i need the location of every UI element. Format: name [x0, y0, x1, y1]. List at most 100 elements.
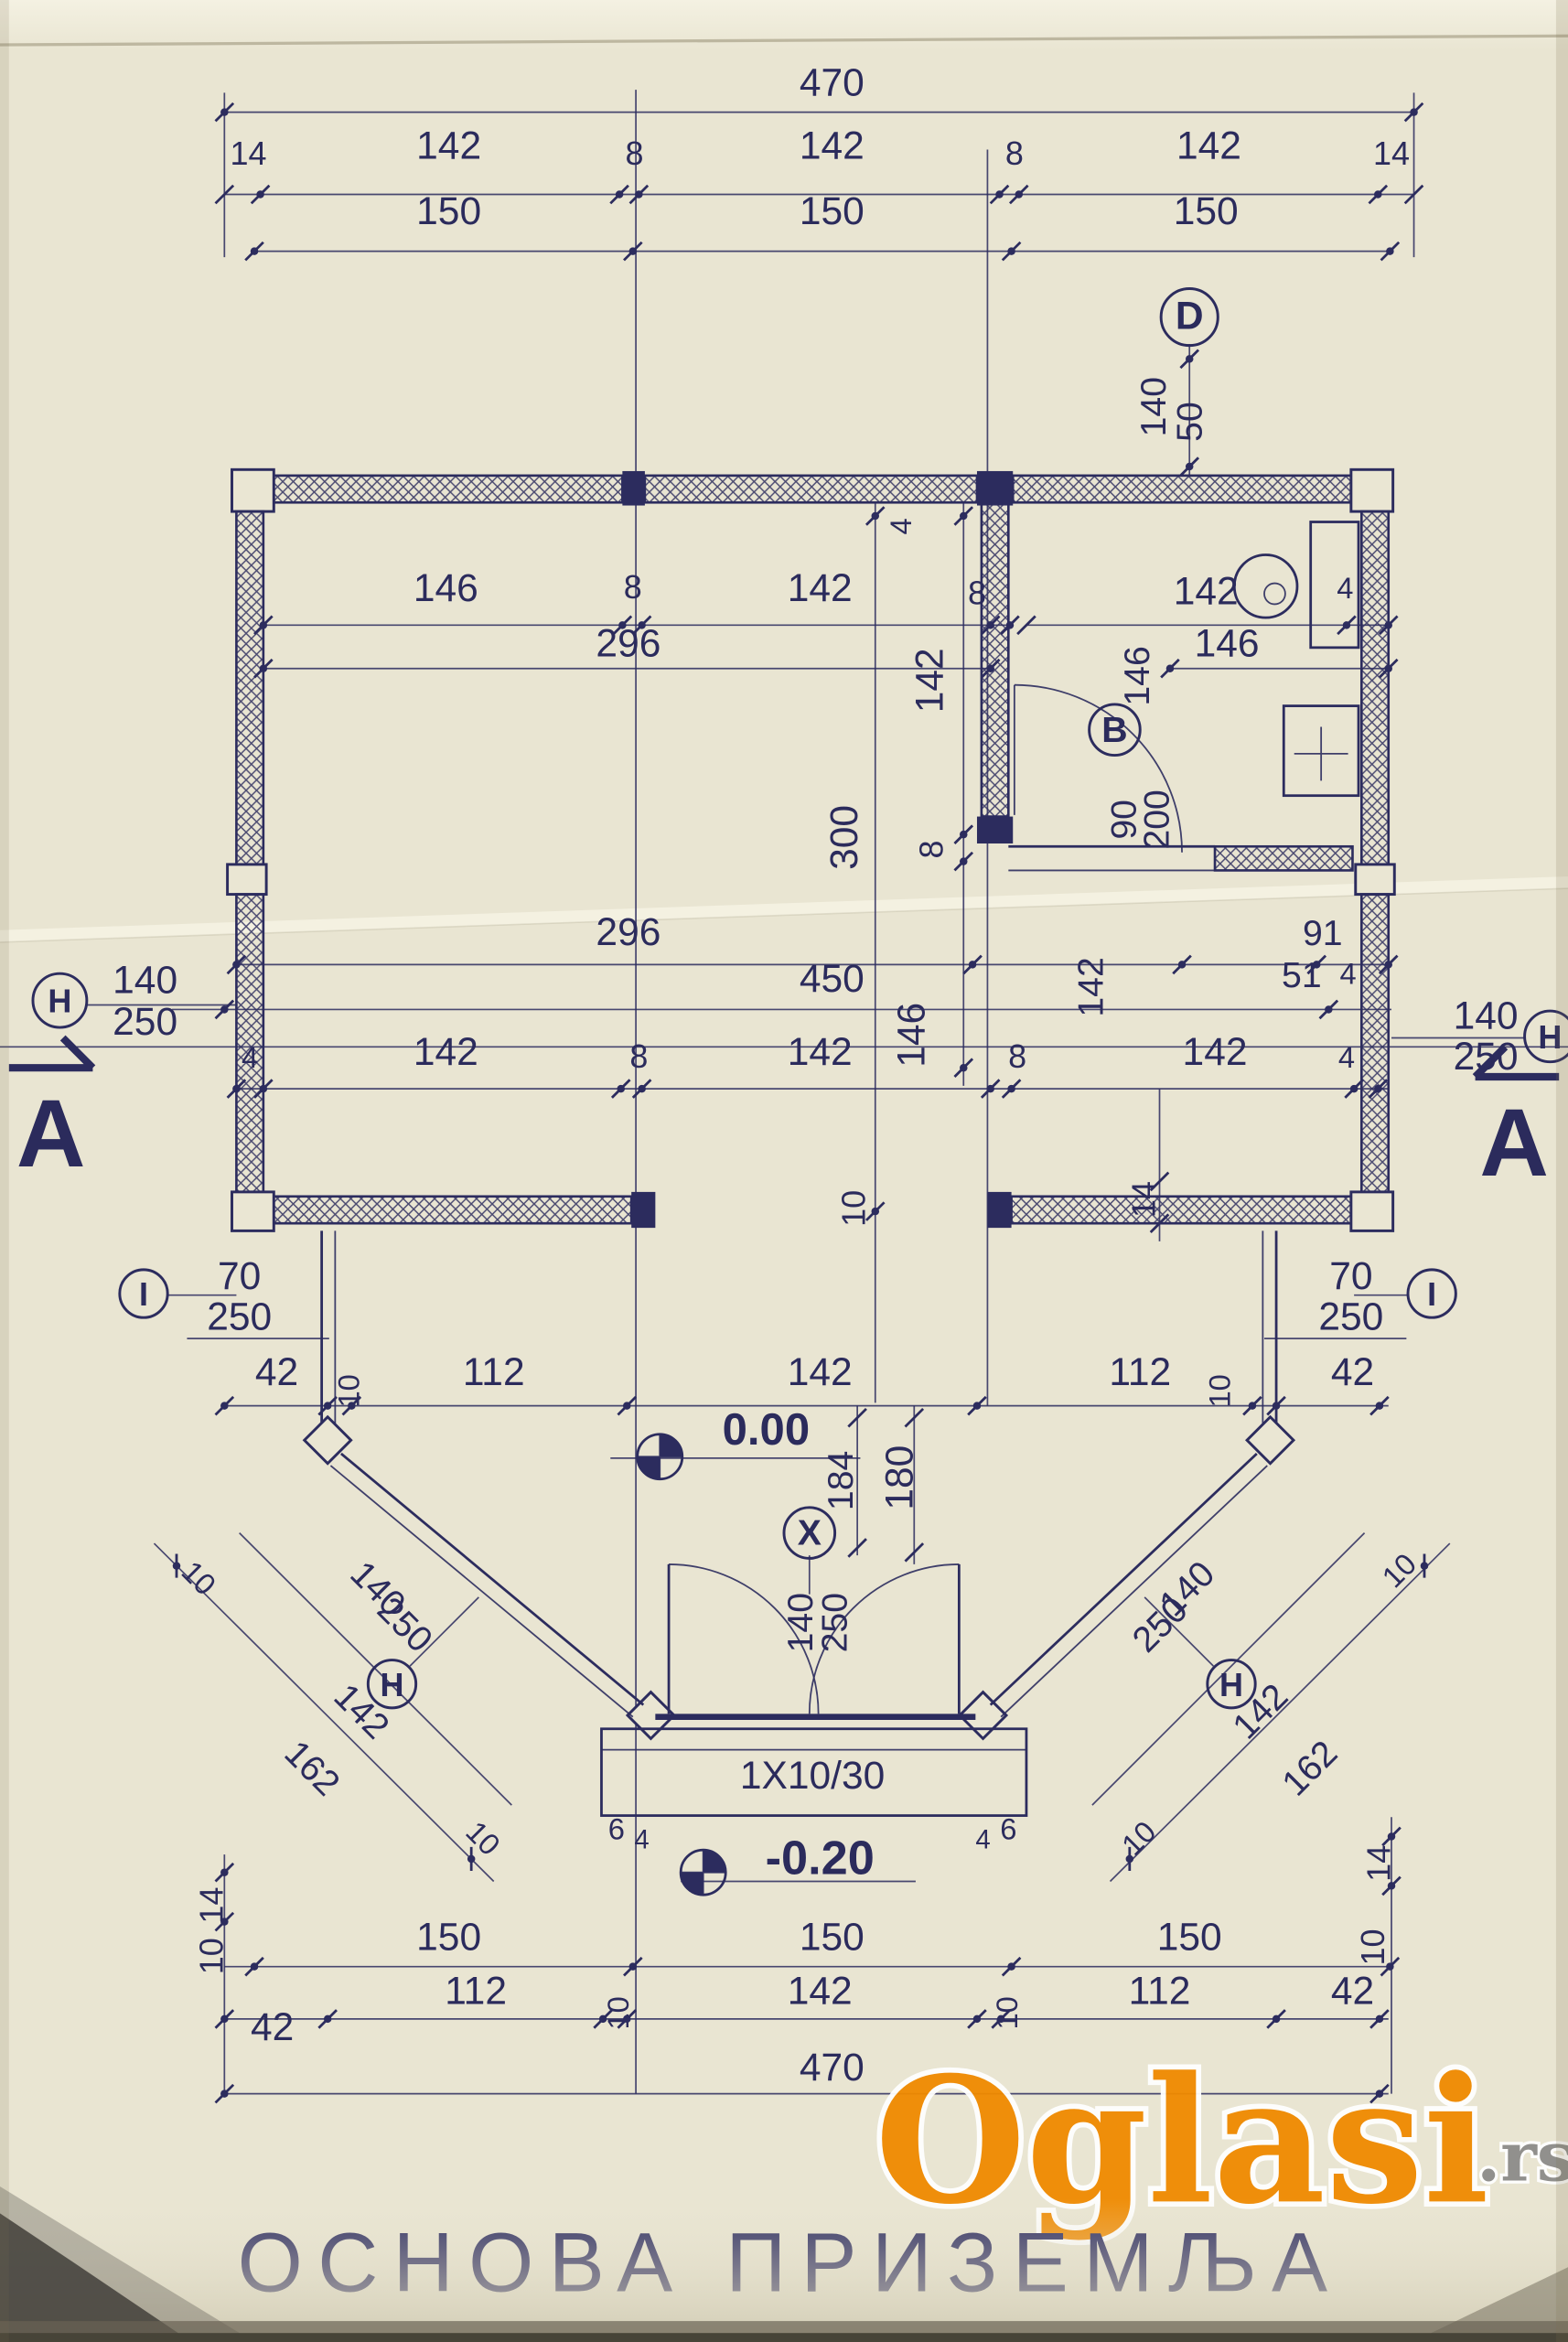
- level-marker-minus20: [679, 1848, 727, 1896]
- dim-label: 10: [1115, 1814, 1163, 1862]
- dim-label: 140: [113, 959, 177, 1002]
- dimension-dots: [172, 108, 1429, 2098]
- dim-node: [598, 2014, 607, 2024]
- dim-node: [1374, 1084, 1382, 1093]
- dim-label: 10: [1202, 1374, 1236, 1407]
- dim-node: [232, 1084, 241, 1093]
- dim-label: 180: [879, 1445, 922, 1510]
- level-value: -0.20: [766, 1832, 875, 1885]
- dim-node: [1375, 2090, 1384, 2098]
- dim-label: 142: [908, 648, 951, 713]
- dim-node: [638, 1084, 646, 1093]
- dim-label: 10: [990, 1996, 1024, 2029]
- dimension-lines: [0, 90, 1568, 2104]
- dim-label: 450: [800, 958, 865, 1001]
- dim-node: [1386, 1962, 1394, 1971]
- dim-node: [323, 1402, 332, 1410]
- section-letter-A: A: [1479, 1090, 1549, 1197]
- dim-node: [1375, 2014, 1384, 2024]
- dim-label: 470: [800, 62, 865, 105]
- dim-node: [1272, 2014, 1281, 2024]
- dim-label: 4: [242, 1040, 258, 1074]
- dim-label: 300: [823, 805, 866, 870]
- dim-label: 200: [1136, 790, 1176, 849]
- door-swing-arc: [1014, 683, 1183, 853]
- dim-node: [996, 2014, 1005, 2024]
- dim-node: [1007, 247, 1015, 255]
- dim-label: 150: [416, 190, 481, 233]
- dim-node: [960, 511, 968, 521]
- grid-bubble-I: I: [139, 1275, 148, 1313]
- dim-label: 470: [800, 2047, 865, 2090]
- dim-label: 10: [601, 1996, 635, 2029]
- dim-node: [256, 190, 264, 199]
- dim-node: [1005, 621, 1015, 629]
- dim-node: [972, 1402, 982, 1410]
- bathroom-fixtures: [1232, 521, 1360, 798]
- dim-node: [1177, 961, 1187, 969]
- dim-node: [220, 1918, 229, 1926]
- dim-node: [1007, 1084, 1015, 1093]
- stair-label: 1X10/30: [740, 1755, 885, 1798]
- dim-label: 140: [1454, 995, 1519, 1038]
- dim-label: 150: [1174, 190, 1239, 233]
- dim-label: 8: [968, 574, 986, 611]
- dim-node: [259, 621, 268, 629]
- interior-partition: [980, 500, 1010, 818]
- dim-label: 4: [634, 1825, 649, 1855]
- dim-node: [986, 664, 994, 672]
- dim-label: 10: [193, 1938, 231, 1974]
- dim-label: 112: [1109, 1351, 1171, 1394]
- dim-node: [968, 961, 977, 969]
- dim-node: [635, 190, 643, 199]
- boiler: [1309, 521, 1360, 650]
- section-marks: [8, 1035, 1560, 1081]
- section-letter-A: A: [16, 1080, 86, 1187]
- dim-node: [323, 2014, 332, 2024]
- dim-label: 8: [1008, 1037, 1026, 1075]
- dim-node: [1342, 621, 1351, 629]
- dim-label: 296: [596, 911, 660, 954]
- dim-label: 42: [1331, 1351, 1374, 1394]
- dim-node: [1349, 1084, 1359, 1093]
- dim-node: [1272, 1402, 1281, 1410]
- dim-node: [1185, 355, 1194, 363]
- dim-label: 150: [416, 1917, 481, 1960]
- dim-node: [220, 2090, 229, 2098]
- dim-label: 142: [788, 567, 853, 610]
- dim-label: 10: [834, 1190, 872, 1227]
- dim-node: [617, 1084, 625, 1093]
- dim-label: 162: [1274, 1733, 1345, 1803]
- dim-label: 150: [1157, 1917, 1222, 1960]
- dim-node: [1387, 1832, 1396, 1841]
- dim-label: 42: [1331, 1971, 1374, 2014]
- grid-bubble-B: B: [1101, 710, 1127, 750]
- dim-label: 42: [255, 1351, 298, 1394]
- grid-bubble-H: H: [1219, 1666, 1243, 1703]
- grid-bubble-H: H: [1538, 1018, 1562, 1056]
- grid-bubble-H: H: [48, 983, 71, 1020]
- door-swing-arc: [669, 1563, 820, 1714]
- dim-node: [1374, 190, 1382, 199]
- dim-label: 146: [1117, 646, 1157, 705]
- dim-node: [986, 621, 994, 629]
- dim-label: 140: [780, 1593, 821, 1652]
- dim-node: [172, 1562, 181, 1570]
- dim-node: [960, 857, 968, 865]
- dim-label: 142: [788, 1971, 853, 2014]
- dim-label: 142: [1174, 570, 1239, 613]
- washbasin: [1232, 553, 1299, 619]
- dim-node: [986, 1084, 994, 1093]
- dim-label: 250: [815, 1593, 855, 1652]
- grid-bubble-D: D: [1176, 295, 1204, 338]
- dim-label: 10: [176, 1554, 223, 1602]
- grid-bubbles: [31, 287, 1568, 1710]
- dim-label: 70: [218, 1255, 261, 1298]
- dim-node: [995, 190, 1004, 199]
- dim-label: 14: [1359, 1845, 1397, 1882]
- drain-cross: [1294, 726, 1348, 781]
- dim-label: 6: [608, 1812, 625, 1846]
- dim-label: 6: [1000, 1812, 1016, 1846]
